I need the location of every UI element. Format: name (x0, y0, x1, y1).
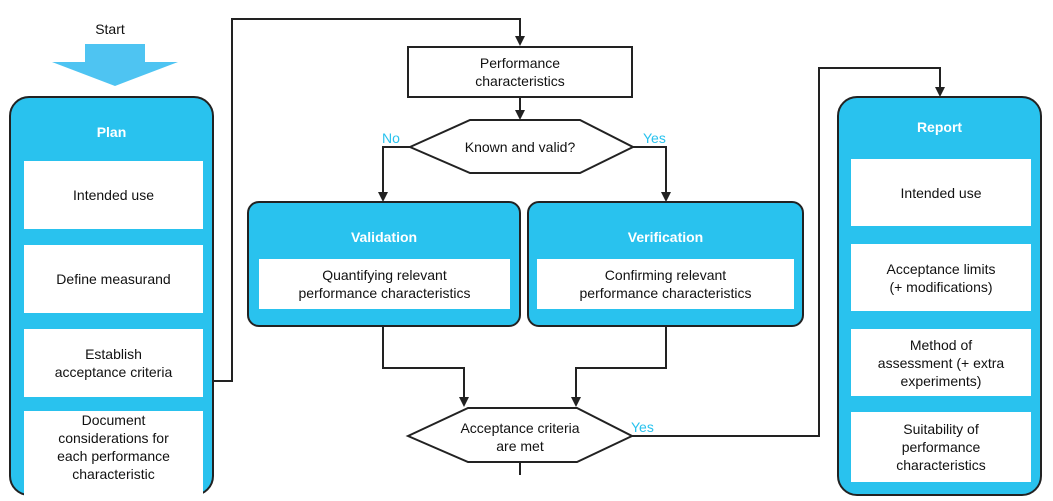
connector-yes-to-report (632, 67, 945, 437)
plan-item-document-considerations: Document considerations for each perform… (24, 411, 203, 501)
performance-characteristics-box: Performance characteristics (407, 46, 633, 98)
plan-title: Plan (96, 124, 127, 140)
start-label: Start (95, 21, 125, 37)
yes-label-acceptance: Yes (631, 419, 654, 435)
verification-body: Confirming relevant performance characte… (537, 259, 794, 309)
validation-panel: Validation Quantifying relevant performa… (247, 201, 521, 327)
report-title: Report (916, 119, 963, 135)
verification-title: Verification (627, 229, 704, 245)
flowchart-canvas (52, 18, 945, 475)
no-label: No (382, 130, 400, 146)
report-item-acceptance-limits: Acceptance limits (+ modifications) (851, 244, 1031, 311)
report-panel: Report Intended use Acceptance limits (+… (837, 96, 1042, 496)
verification-panel: Verification Confirming relevant perform… (527, 201, 804, 327)
validation-title: Validation (350, 229, 418, 245)
connector-verification-to-acceptance (571, 326, 667, 407)
plan-panel: Plan Intended use Define measurand Estab… (9, 96, 214, 501)
validation-body: Quantifying relevant performance charact… (259, 259, 510, 309)
report-item-method-of-assessment: Method of assessment (+ extra experiment… (851, 329, 1031, 396)
plan-item-define-measurand: Define measurand (24, 245, 203, 313)
connector-no-to-validation (378, 146, 410, 202)
report-item-intended-use: Intended use (851, 159, 1031, 226)
connector-yes-to-verification (633, 146, 671, 202)
report-item-suitability: Suitability of performance characteristi… (851, 412, 1031, 482)
start-arrow-icon (52, 44, 178, 86)
plan-item-acceptance-criteria: Establish acceptance criteria (24, 329, 203, 397)
plan-item-intended-use: Intended use (24, 161, 203, 229)
decision-acceptance-label: Acceptance criteria are met (460, 420, 580, 454)
connector-validation-to-acceptance (382, 326, 469, 407)
connector-plan-to-performance (213, 18, 525, 382)
decision-known-valid-label: Known and valid? (464, 139, 576, 155)
yes-label-known: Yes (643, 130, 666, 146)
